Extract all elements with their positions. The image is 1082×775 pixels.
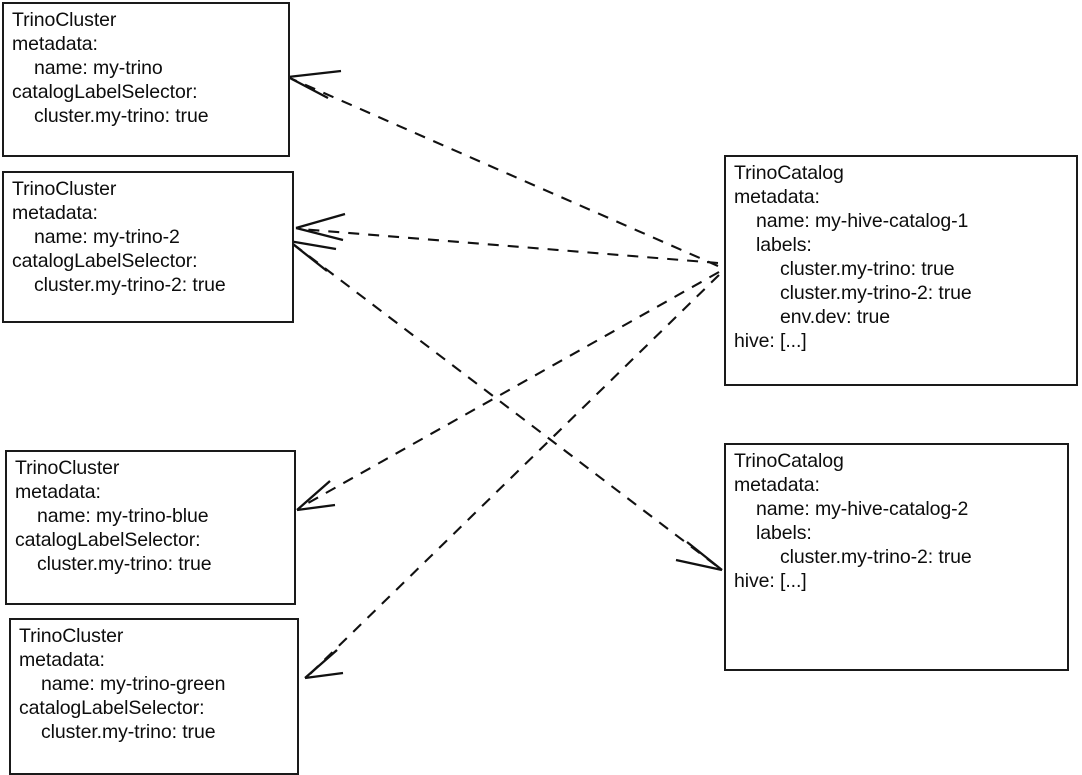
node-line: metadata: [734,186,820,208]
node-line: name: my-trino-green [41,673,226,695]
node-trinocluster-my-trino-green[interactable]: TrinoCluster metadata: name: my-trino-gr… [9,618,299,775]
node-line: cluster.my-trino: true [780,258,955,280]
node-trinocatalog-my-hive-catalog-2[interactable]: TrinoCatalog metadata: name: my-hive-cat… [724,443,1069,671]
node-line: metadata: [12,33,98,55]
node-line: TrinoCluster [15,457,120,479]
node-line: name: my-trino-blue [37,505,209,527]
node-body: TrinoCluster metadata: name: my-trino-2 … [4,177,292,297]
node-line: name: my-hive-catalog-1 [756,210,969,232]
node-line: cluster.my-trino-2: true [780,546,972,568]
node-line: hive: [...] [734,330,807,352]
node-line: hive: [...] [734,570,807,592]
node-line: name: my-hive-catalog-2 [756,498,969,520]
node-line: cluster.my-trino-2: true [780,282,972,304]
node-line: TrinoCluster [12,178,117,200]
node-body: TrinoCatalog metadata: name: my-hive-cat… [726,161,1076,353]
node-trinocatalog-my-hive-catalog-1[interactable]: TrinoCatalog metadata: name: my-hive-cat… [724,155,1078,386]
node-line: name: my-trino-2 [34,226,180,248]
node-line: metadata: [19,649,105,671]
node-line: cluster.my-trino: true [37,553,212,575]
edge-catalog2-to-cluster-my-trino-2 [288,239,723,572]
node-line: TrinoCatalog [734,450,844,472]
node-line: metadata: [12,202,98,224]
node-line: TrinoCatalog [734,162,844,184]
node-line: labels: [756,234,812,256]
edge-catalog1-to-cluster-my-trino [287,69,719,267]
node-line: labels: [756,522,812,544]
node-trinocluster-my-trino-2[interactable]: TrinoCluster metadata: name: my-trino-2 … [2,171,294,323]
node-line: cluster.my-trino: true [34,105,209,127]
node-line: name: my-trino [34,57,163,79]
node-line: cluster.my-trino: true [41,721,216,743]
edge-catalog1-to-cluster-my-trino-green [304,274,720,680]
node-line: metadata: [15,481,101,503]
node-line: TrinoCluster [12,9,117,31]
node-trinocluster-my-trino[interactable]: TrinoCluster metadata: name: my-trino ca… [2,2,290,157]
node-body: TrinoCluster metadata: name: my-trino ca… [4,8,288,128]
node-line: metadata: [734,474,820,496]
node-body: TrinoCatalog metadata: name: my-hive-cat… [726,449,1067,593]
edge-catalog1-to-cluster-my-trino-2 [295,212,719,265]
node-line: catalogLabelSelector: [12,250,198,272]
node-body: TrinoCluster metadata: name: my-trino-bl… [7,456,294,576]
node-line: env.dev: true [780,306,890,328]
node-line: catalogLabelSelector: [19,697,205,719]
node-line: TrinoCluster [19,625,124,647]
edge-catalog1-to-cluster-my-trino-blue [296,271,720,512]
node-line: cluster.my-trino-2: true [34,274,226,296]
node-trinocluster-my-trino-blue[interactable]: TrinoCluster metadata: name: my-trino-bl… [5,450,296,605]
node-body: TrinoCluster metadata: name: my-trino-gr… [11,624,297,744]
node-line: catalogLabelSelector: [12,81,198,103]
node-line: catalogLabelSelector: [15,529,201,551]
